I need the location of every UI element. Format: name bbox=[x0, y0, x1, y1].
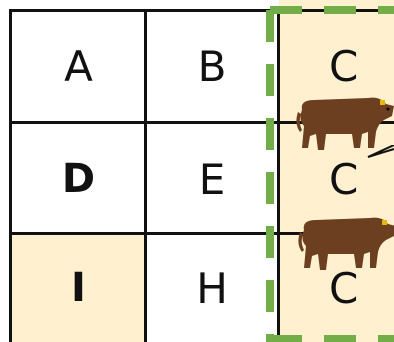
callout-pointer bbox=[360, 145, 394, 175]
cow-icon-bottom bbox=[298, 212, 394, 282]
